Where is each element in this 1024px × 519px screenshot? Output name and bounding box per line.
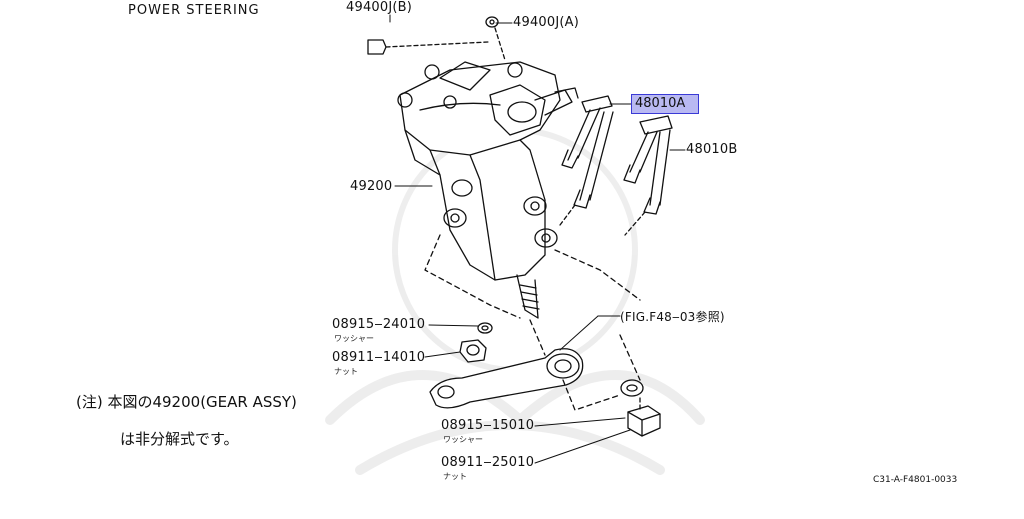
- label-08911-25010-sub: ナット: [443, 472, 467, 481]
- mounting-bolts-48010b: [623, 115, 673, 236]
- cap-49400ja: [485, 16, 506, 61]
- label-08911-14010-sub: ナット: [334, 367, 358, 376]
- label-08915-15010[interactable]: 08915‒15010: [441, 418, 535, 433]
- washer-08915-24010: [477, 322, 493, 334]
- note-line-1: (注) 本図の49200(GEAR ASSY): [76, 393, 297, 411]
- label-49400ja[interactable]: 49400J(A): [513, 15, 580, 30]
- mounting-bolts-48010a: [559, 95, 614, 226]
- pitman-arm: [429, 348, 584, 409]
- label-48010a-highlight[interactable]: 48010A: [631, 94, 699, 114]
- note-line-2: は非分解式です。: [120, 430, 239, 448]
- label-08915-15010-sub: ワッシャー: [443, 435, 483, 444]
- washer-08915-15010: [620, 379, 644, 397]
- page-title: POWER STEERING: [128, 3, 260, 18]
- leader-lines: [389, 14, 686, 464]
- nut-08911-25010: [627, 405, 661, 437]
- label-08915-24010-sub: ワッシャー: [334, 334, 374, 343]
- label-49200[interactable]: 49200: [350, 179, 393, 194]
- fig-reference[interactable]: (FIG.F48‒03参照): [620, 310, 725, 324]
- steering-gear-box: [397, 61, 579, 319]
- label-48010a[interactable]: 48010A: [635, 96, 686, 111]
- label-48010b[interactable]: 48010B: [686, 142, 738, 157]
- label-49400jb[interactable]: 49400J(B): [346, 0, 413, 15]
- label-08911-25010[interactable]: 08911‒25010: [441, 455, 535, 470]
- drawing-code: C31-A-F4801-0033: [873, 475, 958, 485]
- cap-49400jb: [367, 39, 489, 55]
- label-08915-24010[interactable]: 08915‒24010: [332, 317, 426, 332]
- label-08911-14010[interactable]: 08911‒14010: [332, 350, 426, 365]
